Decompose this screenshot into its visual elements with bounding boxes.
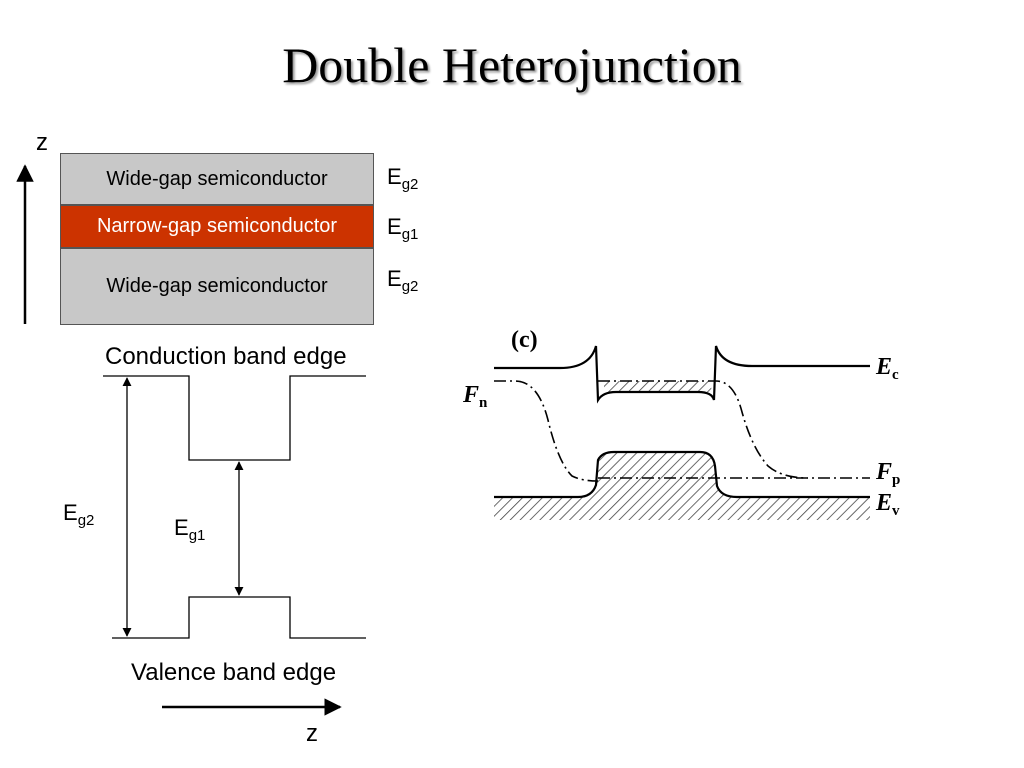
fn-line bbox=[494, 380, 599, 482]
band-edge-diagram bbox=[103, 375, 366, 639]
ev-label: Ev bbox=[876, 490, 900, 519]
figure-c-band-diagram bbox=[494, 345, 870, 520]
conduction-band-line bbox=[103, 375, 366, 461]
panel-c-label: (c) bbox=[511, 327, 538, 353]
valence-band-line bbox=[112, 596, 366, 639]
valence-hatch bbox=[494, 452, 870, 520]
eg2-bottom-label: Eg2 bbox=[387, 266, 419, 295]
conduction-band-label: Conduction band edge bbox=[105, 343, 347, 370]
fp-label: Fp bbox=[876, 459, 901, 488]
layer-middle-label: Narrow-gap semiconductor bbox=[96, 215, 338, 237]
eg1-layer-label: Eg1 bbox=[387, 214, 419, 243]
layer-top-wide-gap: Wide-gap semiconductor bbox=[60, 153, 374, 205]
eg2-diagram-label: Eg2 bbox=[63, 500, 95, 529]
z-axis-label-horizontal: z bbox=[306, 720, 318, 747]
valence-band-label: Valence band edge bbox=[131, 659, 337, 686]
z-axis-label-vertical: z bbox=[36, 129, 48, 156]
layer-top-label: Wide-gap semiconductor bbox=[106, 167, 328, 190]
eg2-top-label: Eg2 bbox=[387, 164, 419, 193]
layer-bottom-wide-gap: Wide-gap semiconductor bbox=[60, 248, 374, 325]
fn-label: Fn bbox=[463, 382, 488, 411]
slide-title: Double Heterojunction bbox=[282, 37, 742, 93]
layer-bottom-label: Wide-gap semiconductor bbox=[106, 275, 328, 297]
layer-middle-narrow-gap: Narrow-gap semiconductor bbox=[60, 205, 374, 248]
eg1-diagram-label: Eg1 bbox=[174, 515, 206, 544]
well-hatch bbox=[604, 381, 712, 392]
ev-line bbox=[494, 450, 870, 499]
ec-label: Ec bbox=[876, 354, 899, 383]
ec-line bbox=[494, 345, 870, 404]
